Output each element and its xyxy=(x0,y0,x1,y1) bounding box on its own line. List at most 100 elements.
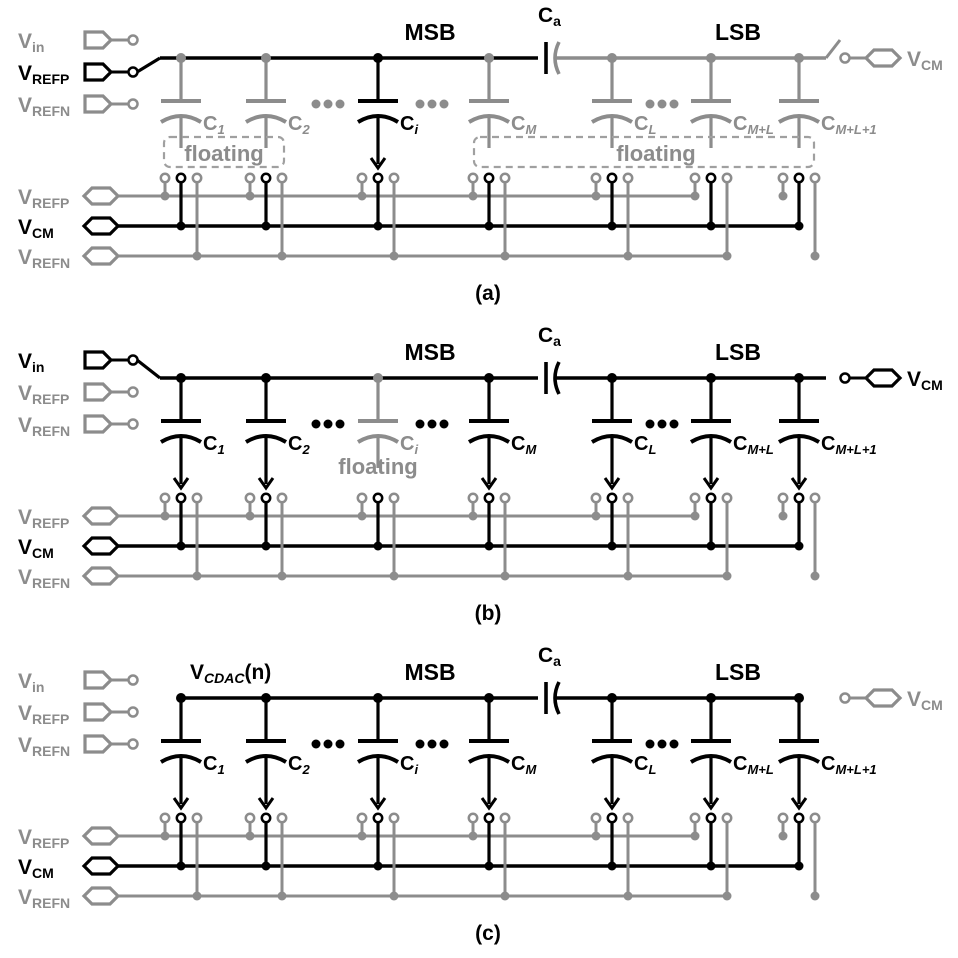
panel-c-rail-vcm-port xyxy=(81,856,121,876)
panel-b-ellipsis-2-dot-1 xyxy=(415,419,425,429)
panel-b-cap-5-node-vrefp xyxy=(591,511,601,521)
panel-a-ellipsis-2-dot-2 xyxy=(427,99,437,109)
panel-b-vrefn-switch-terminal xyxy=(127,418,139,430)
panel-a-vrefp-in-label: VREFP xyxy=(18,62,69,87)
panel-b-rail-vrefn-port xyxy=(81,566,121,586)
panel-c-cap-7-terminal-vrefp xyxy=(777,812,789,824)
panel-c-vcdac-label: VCDAC(n) xyxy=(190,661,271,686)
panel-b-cap-6-node-vcm xyxy=(706,541,716,551)
panel-c-cap-3-terminal-vrefp xyxy=(356,812,368,824)
panel-c-rail-vrefp-port xyxy=(81,826,121,846)
panel-b-ellipsis-3-dot-3 xyxy=(669,419,679,429)
panel-c-vin-label: Vin xyxy=(18,670,44,695)
panel-c-cap-3-node-vrefp xyxy=(357,831,367,841)
panel-b-ellipsis-1-dot-1 xyxy=(311,419,321,429)
panel-a-input-switch xyxy=(136,56,161,74)
panel-c-vin-port xyxy=(83,670,114,690)
panel-a-cap-2-node-vrefn xyxy=(277,251,287,261)
panel-c-cap-4-terminal-vcm xyxy=(483,812,495,824)
panel-c-cap-2-node-vrefn xyxy=(277,891,287,901)
panel-b-cap-6-node-vrefn xyxy=(722,571,732,581)
panel-a-cap-4-node-vrefp xyxy=(468,191,478,201)
panel-c-cap-7-node-vrefp xyxy=(778,831,788,841)
panel-a-rail-vrefn-label: VREFN xyxy=(18,246,70,271)
panel-c-cap-3-terminal-vrefn xyxy=(388,812,400,824)
panel-b-cap-5-switch-arrow xyxy=(603,477,621,491)
panel-a-ellipsis-1-dot-1 xyxy=(311,99,321,109)
panel-a-ellipsis-3-dot-3 xyxy=(669,99,679,109)
panel-c-cap-5-node-vrefp xyxy=(591,831,601,841)
panel-c-ca-plate-right xyxy=(553,681,561,715)
panel-a-msb-label: MSB xyxy=(404,19,455,45)
panel-c-cap-7-label: CM+L+1 xyxy=(821,753,877,777)
panel-b-cap-4-terminal-vrefp xyxy=(467,492,479,504)
panel-c-cap-5-terminal-vcm xyxy=(606,812,618,824)
panel-c-ellipsis-3-dot-2 xyxy=(657,739,667,749)
panel-b-cap-3-terminal-vrefp xyxy=(356,492,368,504)
panel-c-cap-5-terminal-vrefn xyxy=(622,812,634,824)
panel-a-cap-1-node-vrefn xyxy=(192,251,202,261)
panel-b-cap-1-terminal-vrefp xyxy=(159,492,171,504)
panel-c-cap-3-terminal-vcm xyxy=(372,812,384,824)
panel-c-cap-6-terminal-vcm xyxy=(705,812,717,824)
panel-c-cap-4-switch-arrow xyxy=(480,797,498,811)
panel-c-cap-4-node-vrefp xyxy=(468,831,478,841)
panel-c-cap-7-node-vrefn xyxy=(810,891,820,901)
panel-b-cap-1-label: C1 xyxy=(203,433,225,457)
panel-a-lsb-label: LSB xyxy=(715,19,761,45)
panel-b-cap-4-terminal-vrefn xyxy=(499,492,511,504)
panel-a-cap-5-label: CL xyxy=(634,113,656,137)
panel-c-caption: (c) xyxy=(475,922,501,945)
panel-a-vin-port xyxy=(83,30,114,50)
panel-a-cap-3-node-vcm xyxy=(373,221,383,231)
panel-c-cap-2-terminal-vrefp xyxy=(244,812,256,824)
panel-b-cap-4-label: CM xyxy=(511,433,537,457)
panel-c-ellipsis-1-dot-1 xyxy=(311,739,321,749)
panel-c-vrefn-port xyxy=(83,734,114,754)
panel-a-cap-5-terminal-vcm xyxy=(606,172,618,184)
panel-c-cap-7-terminal-vcm xyxy=(793,812,805,824)
panel-c-cap-7-switch-arrow xyxy=(790,797,808,811)
panel-b-vin-switch-terminal xyxy=(127,354,139,366)
panel-b-cap-6-terminal-vcm xyxy=(705,492,717,504)
panel-b-cap-7-terminal-vcm xyxy=(793,492,805,504)
panel-a-floating-box-right xyxy=(472,135,816,169)
panel-a-cap-3-node-vrefp xyxy=(357,191,367,201)
panel-b-cap-7-node-vcm xyxy=(794,541,804,551)
panel-a-cap-5-node-vcm xyxy=(607,221,617,231)
panel-a-ca-label: Ca xyxy=(538,4,561,29)
panel-b-cap-7-node-vrefn xyxy=(810,571,820,581)
panel-b-ellipsis-3-dot-1 xyxy=(645,419,655,429)
panel-c-cap-1-terminal-vcm xyxy=(175,812,187,824)
panel-b-ellipsis-3-dot-2 xyxy=(657,419,667,429)
panel-b-cap-5-label: CL xyxy=(634,433,656,457)
panel-c-rail-vrefn-port xyxy=(81,886,121,906)
panel-b-cap-7-terminal-vrefn xyxy=(809,492,821,504)
panel-b-rail-vrefp-port xyxy=(81,506,121,526)
panel-a-cap-2-terminal-vrefp xyxy=(244,172,256,184)
panel-a-vrefn-port xyxy=(83,94,114,114)
panel-a-cap-6-node-vrefn xyxy=(722,251,732,261)
panel-b-cap-2-switch-arrow xyxy=(257,477,275,491)
panel-c-cap-1-switch-arrow xyxy=(172,797,190,811)
panel-c-cap-4-label: CM xyxy=(511,753,537,777)
panel-c-ellipsis-2-dot-1 xyxy=(415,739,425,749)
panel-c-cap-5-terminal-vrefp xyxy=(590,812,602,824)
panel-b-cap-1-terminal-vcm xyxy=(175,492,187,504)
panel-b-cap-4-node-vrefp xyxy=(468,511,478,521)
panel-b-cap-2-terminal-vrefn xyxy=(276,492,288,504)
panel-a-vcm-switch-terminal xyxy=(839,52,851,64)
panel-c-ca-label: Ca xyxy=(538,644,561,669)
panel-c-cap-6-label: CM+L xyxy=(733,753,774,777)
panel-b-cap-3-node-vcm xyxy=(373,541,383,551)
panel-b-vrefp-in-label: VREFP xyxy=(18,382,69,407)
panel-b-ellipsis-1-dot-3 xyxy=(335,419,345,429)
panel-a-ellipsis-2-dot-3 xyxy=(439,99,449,109)
panel-c-vrefn-switch-terminal xyxy=(127,738,139,750)
panel-a-floating-label-left: floating xyxy=(184,141,263,166)
panel-c-cap-1-node-vcm xyxy=(176,861,186,871)
panel-c-cap-1-node-vrefp xyxy=(160,831,170,841)
panel-a-cap-3-label: Ci xyxy=(400,113,418,137)
panel-a-cap-4-terminal-vrefn xyxy=(499,172,511,184)
